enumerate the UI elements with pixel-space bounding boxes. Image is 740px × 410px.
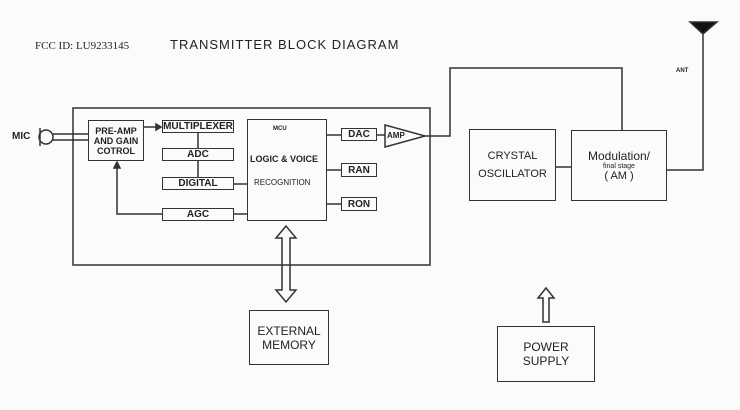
am-label: ( AM )	[604, 170, 634, 182]
mcu-block: MCU LOGIC & VOICE RECOGNITION	[247, 119, 327, 221]
power-supply-block: POWER SUPPLY	[497, 326, 595, 382]
crystal-oscillator-block: CRYSTAL OSCILLATOR	[469, 129, 556, 201]
mcu-subtitle: RECOGNITION	[254, 178, 311, 187]
amp-label: AMP	[387, 131, 405, 140]
up-arrow-icon	[536, 286, 556, 323]
ron-block: RON	[341, 197, 377, 211]
power-label-line1: POWER	[523, 340, 569, 354]
agc-block: AGC	[162, 208, 234, 221]
final-stage-label: final stage	[603, 163, 635, 170]
mic-label: MIC	[12, 131, 31, 142]
mic-icon	[38, 129, 54, 145]
mcu-label: MCU	[273, 126, 287, 132]
power-label-line2: SUPPLY	[522, 354, 570, 368]
dac-block: DAC	[341, 128, 377, 141]
mcu-title: LOGIC & VOICE	[250, 154, 319, 164]
modulation-block: Modulation/ final stage ( AM )	[571, 130, 667, 201]
ran-block: RAN	[341, 163, 377, 177]
oscillator-label: OSCILLATOR	[478, 168, 547, 180]
memory-label-line2: MEMORY	[262, 337, 316, 352]
double-arrow-icon	[274, 224, 298, 304]
ant-label: ANT	[676, 68, 689, 74]
transmitter-outline	[72, 107, 431, 266]
antenna-icon	[688, 21, 720, 36]
adc-block: ADC	[162, 148, 234, 161]
preamp-block: PRE-AMP AND GAIN COTROL	[88, 120, 144, 161]
digital-block: DIGITAL	[162, 177, 234, 190]
external-memory-block: EXTERNAL MEMORY	[249, 310, 329, 365]
crystal-label: CRYSTAL	[487, 150, 538, 162]
memory-label-line1: EXTERNAL	[257, 323, 321, 338]
amp-triangle	[384, 124, 428, 148]
modulation-label: Modulation/	[587, 149, 651, 163]
page-title: TRANSMITTER BLOCK DIAGRAM	[170, 37, 400, 52]
multiplexer-block: MULTIPLEXER	[162, 120, 234, 133]
fcc-id: FCC ID: LU9233145	[35, 40, 130, 52]
